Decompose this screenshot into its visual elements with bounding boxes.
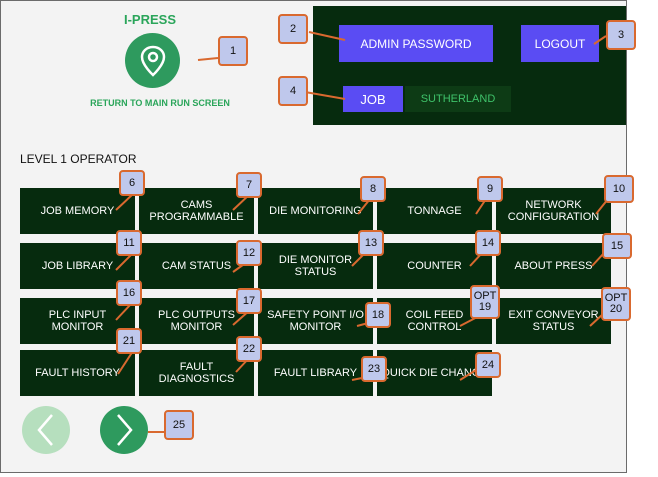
safety-point-io-monitor-button[interactable]: SAFETY POINT I/O MONITOR: [258, 298, 373, 344]
network-configuration-button[interactable]: NETWORK CONFIGURATION: [496, 188, 611, 234]
callout-18: 18: [365, 302, 391, 328]
callout-17: 17: [236, 288, 262, 314]
fault-diagnostics-button[interactable]: FAULT DIAGNOSTICS: [139, 350, 254, 396]
cams-programmable-button[interactable]: CAMS PROGRAMMABLE: [139, 188, 254, 234]
callout-12: 12: [236, 240, 262, 266]
about-press-button[interactable]: ABOUT PRESS: [496, 243, 611, 289]
callout-7: 7: [236, 172, 262, 198]
callout-20: OPT 20: [601, 287, 631, 321]
callout-1: 1: [218, 36, 248, 66]
callout-25: 25: [164, 410, 194, 440]
job-button[interactable]: JOB: [343, 86, 403, 112]
fault-history-button[interactable]: FAULT HISTORY: [20, 350, 135, 396]
callout-3: 3: [606, 20, 636, 50]
callout-23: 23: [361, 356, 387, 382]
access-level-label: LEVEL 1 OPERATOR: [20, 152, 137, 166]
return-main-run-button[interactable]: [125, 33, 180, 88]
callout-19: OPT 19: [470, 285, 500, 319]
app-title: I-PRESS: [123, 12, 176, 27]
callout-6: 6: [119, 170, 145, 196]
callout-10: 10: [604, 175, 634, 203]
die-monitor-status-button[interactable]: DIE MONITOR STATUS: [258, 243, 373, 289]
logout-button[interactable]: LOGOUT: [521, 25, 599, 62]
callout-4: 4: [278, 76, 308, 106]
callout-22: 22: [236, 336, 262, 362]
fault-library-button[interactable]: FAULT LIBRARY: [258, 350, 373, 396]
chevron-left-icon: [37, 414, 53, 446]
admin-password-button[interactable]: ADMIN PASSWORD: [339, 25, 493, 62]
die-monitoring-button[interactable]: DIE MONITORING: [258, 188, 373, 234]
callout-21: 21: [116, 328, 142, 354]
previous-page-button[interactable]: [22, 406, 70, 454]
callout-24: 24: [475, 352, 501, 378]
job-name-value: SUTHERLAND: [405, 86, 511, 112]
callout-16: 16: [116, 280, 142, 306]
callout-14: 14: [475, 230, 501, 256]
callout-13: 13: [358, 230, 384, 256]
callout-11: 11: [116, 230, 142, 256]
callout-15: 15: [602, 233, 632, 259]
chevron-right-icon: [117, 414, 133, 446]
callout-8: 8: [360, 176, 386, 202]
next-page-button[interactable]: [100, 406, 148, 454]
exit-conveyor-status-button[interactable]: EXIT CONVEYOR STATUS: [496, 298, 611, 344]
return-main-run-label[interactable]: RETURN TO MAIN RUN SCREEN: [90, 98, 230, 108]
tonnage-button[interactable]: TONNAGE: [377, 188, 492, 234]
callout-9: 9: [477, 176, 503, 202]
callout-2: 2: [278, 14, 308, 44]
job-memory-button[interactable]: JOB MEMORY: [20, 188, 135, 234]
location-pin-icon: [140, 45, 165, 77]
